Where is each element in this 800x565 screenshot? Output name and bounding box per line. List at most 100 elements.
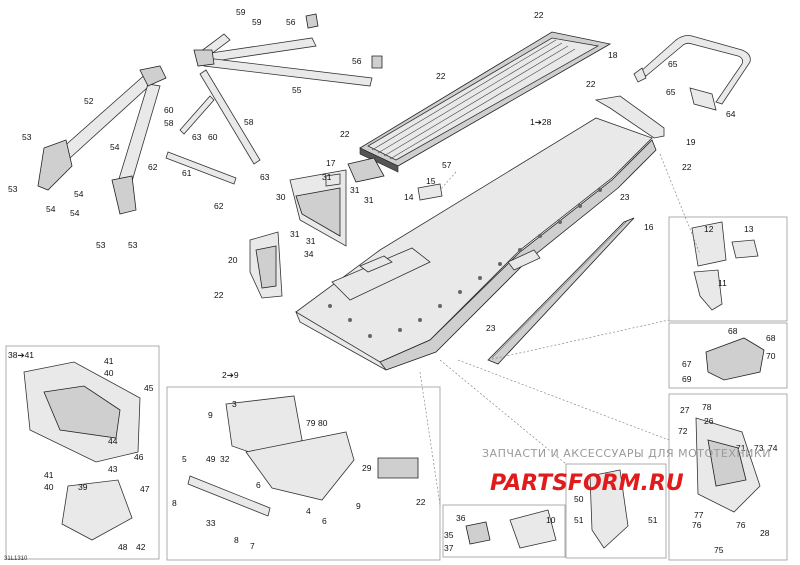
callout-72: 72 <box>678 426 688 436</box>
callout-76a: 76 <box>692 520 702 530</box>
callout-30: 30 <box>276 192 286 202</box>
callout-56b: 56 <box>352 56 362 66</box>
inset-38-47 <box>23 361 141 541</box>
callout-70: 70 <box>766 351 776 361</box>
callout-6b: 6 <box>322 516 327 526</box>
callout-10: 10 <box>546 515 556 525</box>
callout-20: 20 <box>228 255 238 265</box>
callout-47: 47 <box>140 484 150 494</box>
callout-23a: 23 <box>620 192 630 202</box>
callout-54a: 54 <box>110 142 120 152</box>
callout-41b: 41 <box>44 470 54 480</box>
callout-60b: 60 <box>208 132 218 142</box>
callout-5: 5 <box>182 454 187 464</box>
watermark: ЗАПЧАСТИ И АКСЕССУАРЫ ДЛЯ МОТОТЕХНИКИ PA… <box>482 447 770 496</box>
callout-4: 4 <box>306 506 311 516</box>
callout-57: 57 <box>442 160 452 170</box>
callout-37: 37 <box>444 543 454 553</box>
callout-33: 33 <box>206 518 216 528</box>
callout-22g: 22 <box>416 497 426 507</box>
callout-60a: 60 <box>164 105 174 115</box>
callout-44: 44 <box>108 436 118 446</box>
callout-73: 73 <box>754 443 764 453</box>
callout-12: 12 <box>704 224 714 234</box>
callout-9b: 9 <box>356 501 361 511</box>
running-board <box>359 31 612 173</box>
rail-16 <box>487 217 635 365</box>
callout-39: 39 <box>78 482 88 492</box>
callout-22d: 22 <box>340 129 350 139</box>
callout-53a: 53 <box>22 132 32 142</box>
callout-58b: 58 <box>244 117 254 127</box>
callout-58a: 58 <box>164 118 174 128</box>
arm-52 <box>37 65 167 215</box>
callout-16: 16 <box>644 222 654 232</box>
callout-68b: 68 <box>766 333 776 343</box>
callout-46: 46 <box>134 452 144 462</box>
callout-8a: 8 <box>172 498 177 508</box>
bracket-30 <box>289 169 347 247</box>
callout-54d: 54 <box>70 208 80 218</box>
callout-9a: 9 <box>208 410 213 420</box>
callout-26: 26 <box>704 416 714 426</box>
callout-75: 75 <box>714 545 724 555</box>
callout-31e: 31 <box>306 236 316 246</box>
callout-67: 67 <box>682 359 692 369</box>
callout-78: 78 <box>702 402 712 412</box>
callout-62b: 62 <box>214 201 224 211</box>
callout-22b: 22 <box>436 71 446 81</box>
callout-31d: 31 <box>290 229 300 239</box>
tunnel <box>295 117 657 371</box>
callout-15: 15 <box>426 176 436 186</box>
callout-45: 45 <box>144 383 154 393</box>
inset-67-70 <box>705 337 765 381</box>
callout-77: 77 <box>694 510 704 520</box>
callout-80: 80 <box>318 418 328 428</box>
callout-54b: 54 <box>74 189 84 199</box>
callout-34: 34 <box>304 249 314 259</box>
callout-29: 29 <box>362 463 372 473</box>
callout-48: 48 <box>118 542 128 552</box>
rear-bumper <box>633 35 751 111</box>
callout-labels: 59 59 56 56 55 52 53 53 54 54 54 54 53 5… <box>8 7 778 555</box>
clip-14-15 <box>417 183 443 201</box>
callout-43: 43 <box>108 464 118 474</box>
callout-22f: 22 <box>214 290 224 300</box>
callout-31c: 31 <box>364 195 374 205</box>
callout-53c: 53 <box>96 240 106 250</box>
callout-28: 28 <box>760 528 770 538</box>
callout-62a: 62 <box>148 162 158 172</box>
inset-50-51 <box>589 469 629 549</box>
callout-27: 27 <box>680 405 690 415</box>
callout-8b: 8 <box>234 535 239 545</box>
callout-40a: 40 <box>104 368 114 378</box>
callout-54c: 54 <box>46 204 56 214</box>
callout-31b: 31 <box>350 185 360 195</box>
callout-22e: 22 <box>682 162 692 172</box>
callout-76b: 76 <box>736 520 746 530</box>
watermark-line2: PARTSFORM.RU <box>490 471 684 496</box>
callout-56a: 56 <box>286 17 296 27</box>
callout-52: 52 <box>84 96 94 106</box>
cover-17 <box>347 157 385 183</box>
callout-6a: 6 <box>256 480 261 490</box>
callout-65b: 65 <box>666 87 676 97</box>
callout-51b: 51 <box>648 515 658 525</box>
callout-51a: 51 <box>574 515 584 525</box>
callout-42: 42 <box>136 542 146 552</box>
callout-53b: 53 <box>8 184 18 194</box>
callout-63a: 63 <box>192 132 202 142</box>
callout-13: 13 <box>744 224 754 234</box>
callout-3: 3 <box>232 399 237 409</box>
inset-frames <box>5 216 788 561</box>
leader-lines <box>419 153 701 506</box>
callout-55: 55 <box>292 85 302 95</box>
callout-17: 17 <box>326 158 336 168</box>
callout-2-9: 2➔9 <box>222 370 239 380</box>
inset-11-13 <box>691 221 759 311</box>
callout-11: 11 <box>718 278 727 288</box>
callout-74: 74 <box>768 443 778 453</box>
callout-22a: 22 <box>534 10 544 20</box>
callout-31a: 31 <box>322 172 332 182</box>
